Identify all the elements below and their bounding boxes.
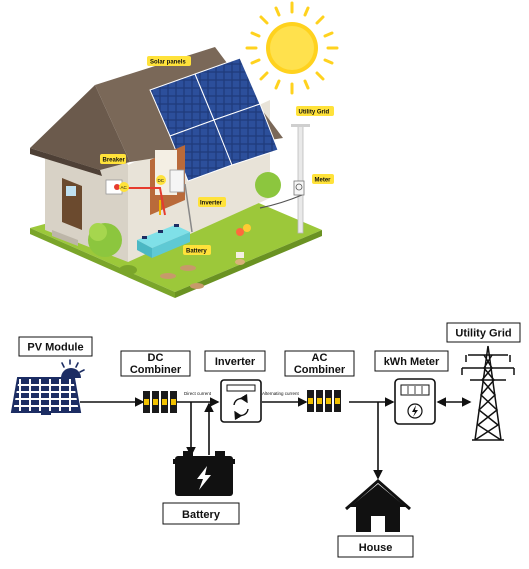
alternating-current-label: Alternating current <box>262 391 300 396</box>
tag-ac: AC <box>119 182 129 192</box>
dc-combiner: DC Combiner <box>120 350 191 414</box>
tag-breaker: Breaker <box>100 154 126 164</box>
svg-text:Breaker: Breaker <box>103 158 126 164</box>
solar-panel-icon <box>10 359 85 415</box>
svg-text:Meter: Meter <box>315 178 332 184</box>
svg-text:Utility Grid: Utility Grid <box>299 110 330 116</box>
utility-grid: Utility Grid <box>446 322 521 441</box>
svg-text:Combiner: Combiner <box>130 364 182 376</box>
svg-text:Inverter: Inverter <box>200 201 223 207</box>
schematic: Direct current Alternating current PV Mo… <box>10 322 521 558</box>
svg-text:DC: DC <box>158 178 165 183</box>
pv-module-label: PV Module <box>27 342 83 354</box>
utility-pole-icon <box>259 124 310 234</box>
tag-inverter: Inverter <box>198 197 226 207</box>
breaker-icon <box>143 390 177 414</box>
house: House <box>337 479 414 558</box>
svg-text:Battery: Battery <box>182 509 221 521</box>
svg-text:Inverter: Inverter <box>215 356 256 368</box>
svg-text:Utility Grid: Utility Grid <box>455 328 511 340</box>
tag-utility-grid: Utility Grid <box>296 106 334 116</box>
inverter: Inverter <box>204 350 266 423</box>
inverter-icon <box>220 379 262 423</box>
house-illustration: Solar panels Utility Grid Breaker Meter … <box>30 1 339 298</box>
tag-meter: Meter <box>312 174 334 184</box>
direct-current-label: Direct current <box>184 391 212 396</box>
tag-dc: DC <box>156 175 166 185</box>
svg-text:AC: AC <box>312 352 328 364</box>
tag-solar-panels: Solar panels <box>147 56 191 66</box>
transmission-tower-icon <box>461 345 515 441</box>
meter-icon <box>394 378 436 425</box>
battery: Battery <box>162 451 240 525</box>
house-icon <box>345 479 411 532</box>
svg-text:House: House <box>359 542 393 554</box>
svg-text:kWh Meter: kWh Meter <box>384 356 440 368</box>
ac-combiner: AC Combiner <box>284 350 355 412</box>
battery-icon <box>173 451 235 496</box>
breaker-icon <box>307 390 341 412</box>
kwh-meter: kWh Meter <box>374 350 449 425</box>
sun-icon <box>245 1 339 95</box>
svg-text:Solar panels: Solar panels <box>150 60 186 66</box>
svg-text:AC: AC <box>121 185 128 190</box>
roof-solar-panels <box>149 57 279 182</box>
tag-battery: Battery <box>183 245 211 255</box>
pv-module: PV Module <box>10 336 93 415</box>
svg-text:Battery: Battery <box>186 249 207 255</box>
svg-text:Combiner: Combiner <box>294 364 346 376</box>
svg-text:DC: DC <box>148 352 164 364</box>
